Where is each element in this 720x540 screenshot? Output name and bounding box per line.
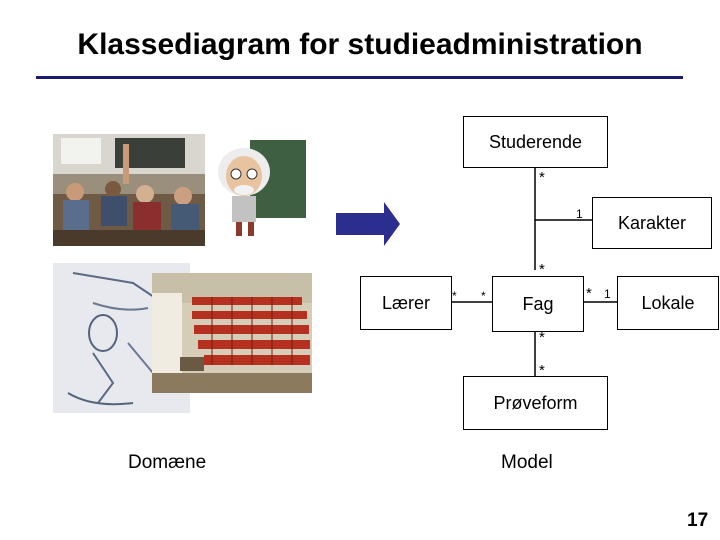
mult-fag-bottom: *	[539, 329, 545, 346]
mult-fag-left: *	[481, 289, 486, 303]
title-underline	[36, 76, 683, 79]
class-fag: Fag	[492, 276, 584, 332]
mult-lokale-left: 1	[604, 287, 611, 301]
mult-proveform-top: *	[539, 362, 545, 379]
class-proveform: Prøveform	[463, 376, 608, 430]
mult-karakter-left: 1	[576, 207, 583, 221]
mult-studerende-bottom: *	[539, 169, 545, 186]
class-karakter: Karakter	[592, 197, 712, 249]
class-studerende: Studerende	[463, 116, 608, 168]
class-proveform-label: Prøveform	[493, 392, 578, 413]
caption-domain: Domæne	[128, 452, 207, 473]
page-number: 17	[687, 510, 709, 531]
classroom-photo	[53, 134, 205, 246]
class-fag-label: Fag	[522, 293, 554, 314]
class-laerer-label: Lærer	[381, 292, 430, 313]
mult-fag-right: *	[586, 285, 592, 302]
lecture-hall-photo	[152, 273, 312, 393]
class-studerende-label: Studerende	[488, 131, 583, 152]
class-laerer: Lærer	[360, 276, 452, 330]
caption-model: Model	[501, 452, 553, 473]
slide-title: Klassediagram for studieadministration	[77, 28, 643, 61]
mult-laerer-right: *	[452, 289, 457, 303]
class-lokale: Lokale	[617, 276, 719, 330]
class-lokale-label: Lokale	[641, 292, 695, 313]
class-karakter-label: Karakter	[617, 212, 687, 233]
professor-cartoon	[206, 136, 306, 240]
mult-fag-top: *	[539, 261, 545, 278]
